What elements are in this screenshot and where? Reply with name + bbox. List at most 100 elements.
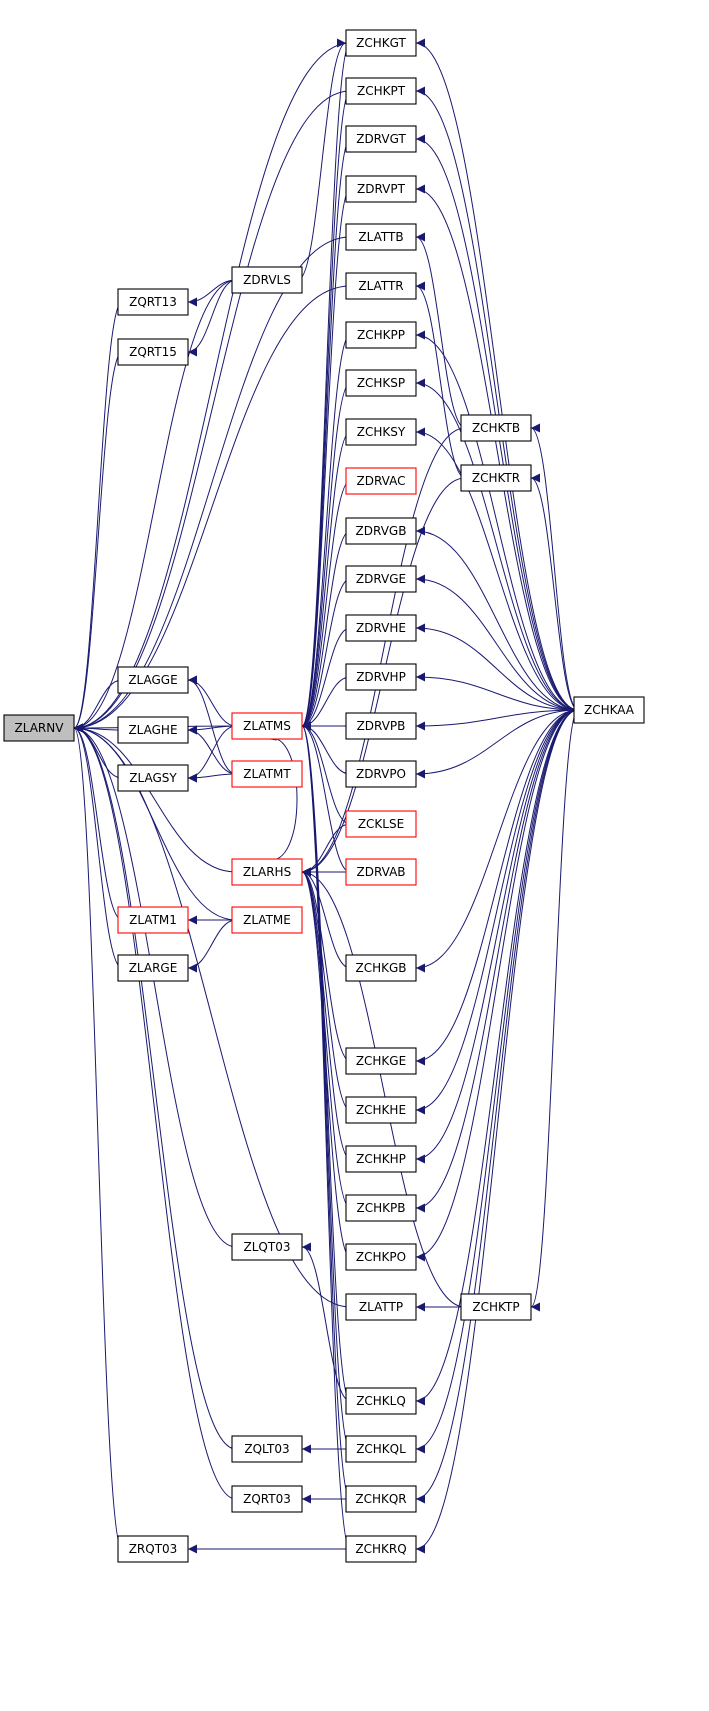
edge-zlatme-to-zlarge [187,919,237,973]
node-zdrvpb[interactable]: ZDRVPB [345,712,417,740]
node-zlattb[interactable]: ZLATTB [345,223,417,251]
node-label: ZQLT03 [244,1442,289,1456]
node-box [345,810,417,838]
node-zqrt15[interactable]: ZQRT15 [117,338,189,366]
node-zchkgt[interactable]: ZCHKGT [345,29,417,57]
edge-zchkpt-to-zlarnv [73,90,351,733]
edge-zchkaa-to-zchkpp [415,330,579,711]
node-zchkqr[interactable]: ZCHKQR [345,1485,417,1513]
node-zchkpt[interactable]: ZCHKPT [345,77,417,105]
edge-zchkaa-to-zchkgt [415,38,579,711]
edge-zchkaa-to-zchkpo [415,709,579,1262]
node-zdrvab[interactable]: ZDRVAB [345,858,417,886]
node-zchkhe[interactable]: ZCHKHE [345,1096,417,1124]
edge-zdrvgt-to-zlatms [301,138,351,731]
node-zchksy[interactable]: ZCHKSY [345,418,417,446]
node-zlarhs[interactable]: ZLARHS [231,858,303,886]
node-zqrt13[interactable]: ZQRT13 [117,288,189,316]
edge-zlarhs-to-zlarnv [73,723,237,873]
node-label: ZLATM1 [129,913,177,927]
node-zlatms[interactable]: ZLATMS [231,712,303,740]
node-zqrt03[interactable]: ZQRT03 [231,1485,303,1513]
node-zchktp[interactable]: ZCHKTP [460,1293,532,1321]
node-box [345,517,417,545]
edge-zchksy-to-zlatms [301,431,351,731]
node-zlagsy[interactable]: ZLAGSY [117,764,189,792]
edge-zdrvge-to-zlatms [301,578,351,731]
node-zchksp[interactable]: ZCHKSP [345,369,417,397]
edge-zchkaa-to-zchktp [530,709,579,1312]
edge-zlarge-to-zlarnv [73,723,123,969]
node-label: ZCHKLQ [356,1394,406,1408]
node-zchkpo[interactable]: ZCHKPO [345,1243,417,1271]
node-box [345,1243,417,1271]
edge-zchkaa-to-zchkgb [415,709,579,973]
node-zchktr[interactable]: ZCHKTR [460,464,532,492]
node-label: ZDRVPT [357,182,406,196]
node-zlaghe[interactable]: ZLAGHE [117,716,189,744]
node-zdrvls[interactable]: ZDRVLS [231,266,303,294]
node-label: ZQRT03 [243,1492,291,1506]
edge-zlattr-to-zlarnv [73,285,351,733]
node-box [231,1485,303,1513]
node-label: ZCHKGE [356,1054,406,1068]
node-zdrvgb[interactable]: ZDRVGB [345,517,417,545]
node-zdrvhp[interactable]: ZDRVHP [345,663,417,691]
node-label: ZCHKTB [472,421,520,435]
node-zlagge[interactable]: ZLAGGE [117,666,189,694]
edge-zchktb-to-zlattb [415,232,466,429]
node-zqlt03[interactable]: ZQLT03 [231,1435,303,1463]
edge-zchkql-to-zlatms [301,721,351,1450]
node-zchkge[interactable]: ZCHKGE [345,1047,417,1075]
node-zlarnv[interactable]: ZLARNV [3,714,75,742]
node-zdrvpt[interactable]: ZDRVPT [345,175,417,203]
node-zchkrq[interactable]: ZCHKRQ [345,1535,417,1563]
node-zchkgb[interactable]: ZCHKGB [345,954,417,982]
node-box [345,29,417,57]
node-box [231,1233,303,1261]
node-zdrvge[interactable]: ZDRVGE [345,565,417,593]
edge-zlqt03-to-zlarnv [73,723,237,1248]
node-zdrvac[interactable]: ZDRVAC [345,467,417,495]
edge-zchkaa-to-zdrvge [415,574,579,711]
node-zdrvhe[interactable]: ZDRVHE [345,614,417,642]
node-zchkpb[interactable]: ZCHKPB [345,1194,417,1222]
node-zchkpp[interactable]: ZCHKPP [345,321,417,349]
node-box [345,1096,417,1124]
node-zchkql[interactable]: ZCHKQL [345,1435,417,1463]
node-zchktb[interactable]: ZCHKTB [460,414,532,442]
node-box [460,1293,532,1321]
node-zdrvpo[interactable]: ZDRVPO [345,760,417,788]
node-zlattr[interactable]: ZLATTR [345,272,417,300]
node-zcklse[interactable]: ZCKLSE [345,810,417,838]
node-label: ZCHKGT [356,36,406,50]
node-zlatmt[interactable]: ZLATMT [231,760,303,788]
node-zlqt03[interactable]: ZLQT03 [231,1233,303,1261]
edge-zchkpb-to-zlarhs [301,867,351,1209]
node-label: ZDRVHE [356,621,406,635]
node-label: ZCHKGB [355,961,406,975]
node-box [345,1047,417,1075]
node-zrqt03[interactable]: ZRQT03 [117,1535,189,1563]
node-box [117,288,189,316]
node-zlatme[interactable]: ZLATME [231,906,303,934]
node-label: ZDRVGB [356,524,407,538]
edge-zcklse-to-zlarhs [301,823,351,877]
node-label: ZCHKTP [472,1300,519,1314]
edge-zlatmt-to-zlagsy [187,773,237,783]
node-zlatm1[interactable]: ZLATM1 [117,906,189,934]
edge-zchkge-to-zlarhs [301,867,351,1062]
node-zlattp[interactable]: ZLATTP [345,1293,417,1321]
node-label: ZDRVGE [356,572,406,586]
node-zchkaa[interactable]: ZCHKAA [573,696,645,724]
edge-zchklq-to-zlqt03 [301,1242,351,1402]
node-label: ZLARNV [15,721,65,735]
node-zdrvgt[interactable]: ZDRVGT [345,125,417,153]
node-zchkhp[interactable]: ZCHKHP [345,1145,417,1173]
edge-zchkaa-to-zdrvhe [415,623,579,711]
edge-zdrvls-to-zqrt13 [187,279,237,307]
edge-zchkaa-to-zdrvhp [415,672,579,711]
node-zlarge[interactable]: ZLARGE [117,954,189,982]
node-zchklq[interactable]: ZCHKLQ [345,1387,417,1415]
edge-zchkgt-to-zlarnv [73,42,351,733]
